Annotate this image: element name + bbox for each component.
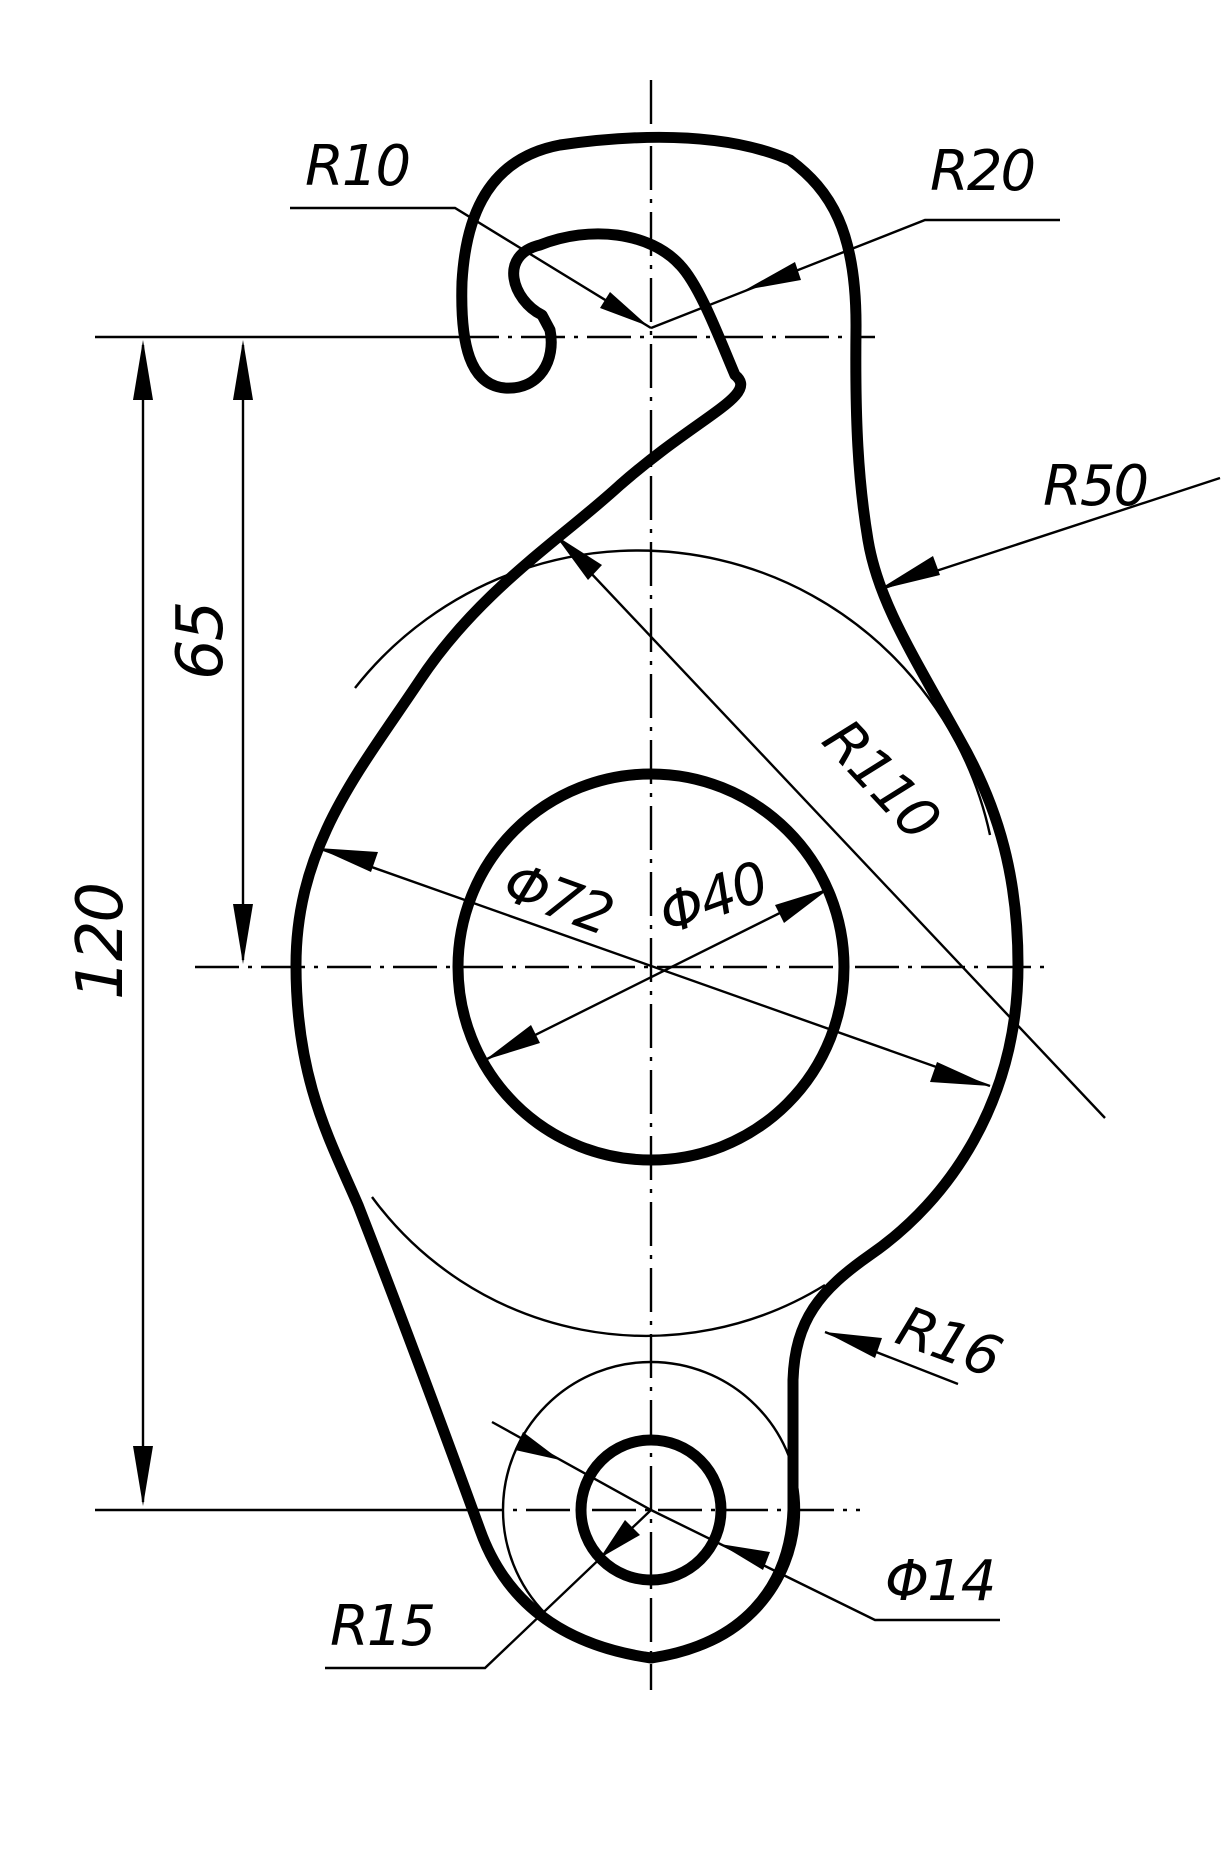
phi72-label: Φ72: [495, 850, 620, 948]
phi40-dim-line: [484, 886, 831, 1062]
r110-label: R110: [810, 707, 952, 852]
phi40-arrow-lower: [485, 1025, 540, 1060]
construction-geometry: [354, 549, 992, 1660]
r15-label: R15: [330, 1594, 434, 1659]
phi40-label: Φ40: [651, 850, 776, 948]
r15-leader-arrow: [600, 1520, 640, 1558]
phi40-bore: [452, 768, 850, 1166]
dim-65-label: 65: [164, 603, 238, 680]
dimension-65: 65: [164, 340, 253, 964]
r10-leader-line: [290, 206, 652, 330]
leader-r16: R16: [824, 1294, 1009, 1391]
leader-r50: R50: [877, 454, 1221, 592]
dim-120-label: 120: [64, 884, 138, 1000]
dim-65-arrow-top: [233, 340, 253, 400]
phi14-arrow-outer: [515, 1432, 560, 1460]
dimension-120: 120: [64, 340, 153, 1506]
r20-leader-line: [650, 218, 1060, 330]
phi72-arrow-right: [930, 1062, 990, 1086]
phi72-circle-arc-lower: [371, 1196, 826, 1338]
part-outline: [290, 131, 1024, 1664]
leader-r10: R10: [290, 134, 652, 330]
r10-leader-arrow: [600, 292, 648, 326]
r20-leader-arrow: [745, 262, 801, 290]
leader-r15: R15: [325, 1509, 652, 1670]
r50-label: R50: [1043, 454, 1147, 519]
dim-120-arrow-bottom: [133, 1446, 153, 1506]
r110-leader-line: [554, 534, 1106, 1119]
phi14-arrow-inner: [720, 1544, 770, 1570]
leader-r20: R20: [650, 139, 1060, 330]
r20-label: R20: [930, 139, 1034, 204]
phi72-dim-line: [317, 846, 991, 1088]
r16-label: R16: [888, 1294, 1008, 1391]
r15-leader-line: [325, 1509, 652, 1670]
phi40-arrow-upper: [775, 888, 830, 923]
outer-contour: [290, 131, 1024, 1664]
extension-lines: [95, 335, 460, 1512]
phi14-label: Φ14: [885, 1549, 994, 1614]
leader-phi14: Φ14: [491, 1420, 1000, 1622]
r16-leader-arrow: [825, 1332, 882, 1358]
dim-120-arrow-top: [133, 340, 153, 400]
r110-leader-arrow: [555, 535, 602, 580]
phi72-arrow-left: [318, 848, 378, 872]
r50-leader-arrow: [878, 556, 940, 590]
dim-65-arrow-bottom: [233, 904, 253, 964]
r10-label: R10: [305, 134, 409, 199]
phi14-hole: [575, 1434, 727, 1586]
